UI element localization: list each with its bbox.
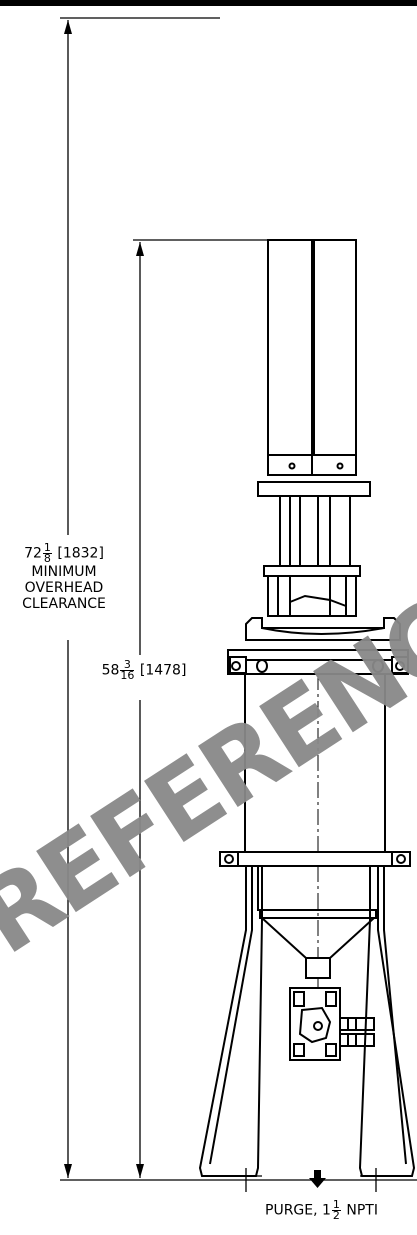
overall-frac-num: 1 <box>42 541 52 554</box>
vessel-body <box>244 674 386 852</box>
lid-flange <box>227 617 409 675</box>
purge-valve <box>289 987 375 1061</box>
height-metric: [1478] <box>139 662 187 679</box>
support-legs <box>198 866 416 1192</box>
air-cylinders <box>267 239 357 476</box>
overall-frac-den: 8 <box>43 552 51 565</box>
overall-whole: 72 <box>24 545 42 562</box>
height-whole: 58 <box>101 662 120 679</box>
height-dimension-line <box>133 239 268 1178</box>
overall-line-overhead: OVERHEAD <box>24 580 104 596</box>
overall-metric: [1832] <box>57 545 104 562</box>
overall-dimension-line <box>60 17 220 1178</box>
height-frac-den: 16 <box>120 669 135 682</box>
bottom-flange <box>219 851 411 867</box>
upper-plate <box>257 481 371 617</box>
title-border <box>0 0 417 6</box>
purge-label-suffix: NPTI <box>341 1202 378 1219</box>
purge-frac-num: 1 <box>331 1198 341 1211</box>
purge-frac-den: 2 <box>332 1209 340 1222</box>
purge-label-prefix: PURGE, 1 <box>265 1202 331 1219</box>
overall-line-clearance: CLEARANCE <box>22 596 106 612</box>
purge-arrow-icon <box>309 1170 326 1188</box>
height-frac-num: 3 <box>120 659 135 671</box>
hopper-cone <box>257 865 379 990</box>
overall-line-minimum: MINIMUM <box>31 564 97 580</box>
